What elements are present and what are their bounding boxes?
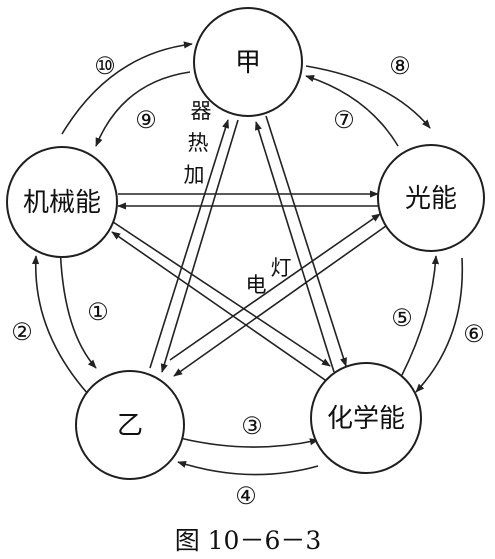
lamp-label-char-2: 电 <box>246 273 267 297</box>
arrow-1 <box>59 241 97 369</box>
lamp-label-char-1: 灯 <box>271 256 292 280</box>
arrow-jia-to-chemical <box>265 115 347 367</box>
lamp-label: 灯 电 <box>246 256 292 297</box>
node-light-energy-label: 光能 <box>405 184 457 214</box>
arrow-6 <box>415 257 464 393</box>
arrow-5 <box>401 255 440 376</box>
arrow-label-9: ⑨ <box>135 106 157 134</box>
arrow-label-7: ⑦ <box>333 106 355 134</box>
node-jia: 甲 <box>193 7 303 117</box>
heater-label-char-3: 加 <box>184 163 205 187</box>
arrow-chemical-to-mechanical <box>111 231 329 383</box>
heater-label-char-2: 热 <box>188 131 209 155</box>
arrow-3 <box>179 437 319 448</box>
arrow-yi-to-jia <box>149 119 230 369</box>
arrow-10 <box>61 41 193 135</box>
arrow-label-1: ① <box>87 298 109 326</box>
arrow-chemical-to-jia <box>254 121 335 373</box>
node-light-energy: 光能 <box>377 144 485 252</box>
node-jia-label: 甲 <box>235 48 261 78</box>
arrow-jia-to-yi <box>160 119 239 373</box>
node-mechanical-energy-label: 机械能 <box>23 188 101 218</box>
arrow-label-6: ⑥ <box>463 320 485 348</box>
node-mechanical-energy: 机械能 <box>6 146 118 258</box>
arrow-label-5: ⑤ <box>391 304 413 332</box>
arrow-label-2: ② <box>11 318 33 346</box>
arrow-yi-to-light <box>169 213 381 361</box>
heater-label-char-1: 器 <box>191 99 212 123</box>
arrow-2 <box>31 255 89 395</box>
arrow-label-10: ⑩ <box>94 52 116 80</box>
figure-caption: 图 10－6－3 <box>175 526 322 555</box>
arrow-4 <box>177 461 319 476</box>
arrow-mechanical-to-chemical <box>109 219 331 367</box>
arrow-label-3: ③ <box>241 412 263 440</box>
arrow-light-to-yi <box>173 225 387 377</box>
node-yi: 乙 <box>75 370 185 480</box>
arrow-9 <box>95 71 191 147</box>
arrow-8 <box>305 65 431 129</box>
heater-label: 器 热 加 <box>184 99 212 187</box>
arrow-label-8: ⑧ <box>389 52 411 80</box>
node-yi-label: 乙 <box>117 411 143 441</box>
arrow-7 <box>305 75 399 147</box>
arrow-label-4: ④ <box>235 482 257 510</box>
node-chemical-energy: 化学能 <box>310 362 422 474</box>
node-chemical-energy-label: 化学能 <box>327 404 405 434</box>
